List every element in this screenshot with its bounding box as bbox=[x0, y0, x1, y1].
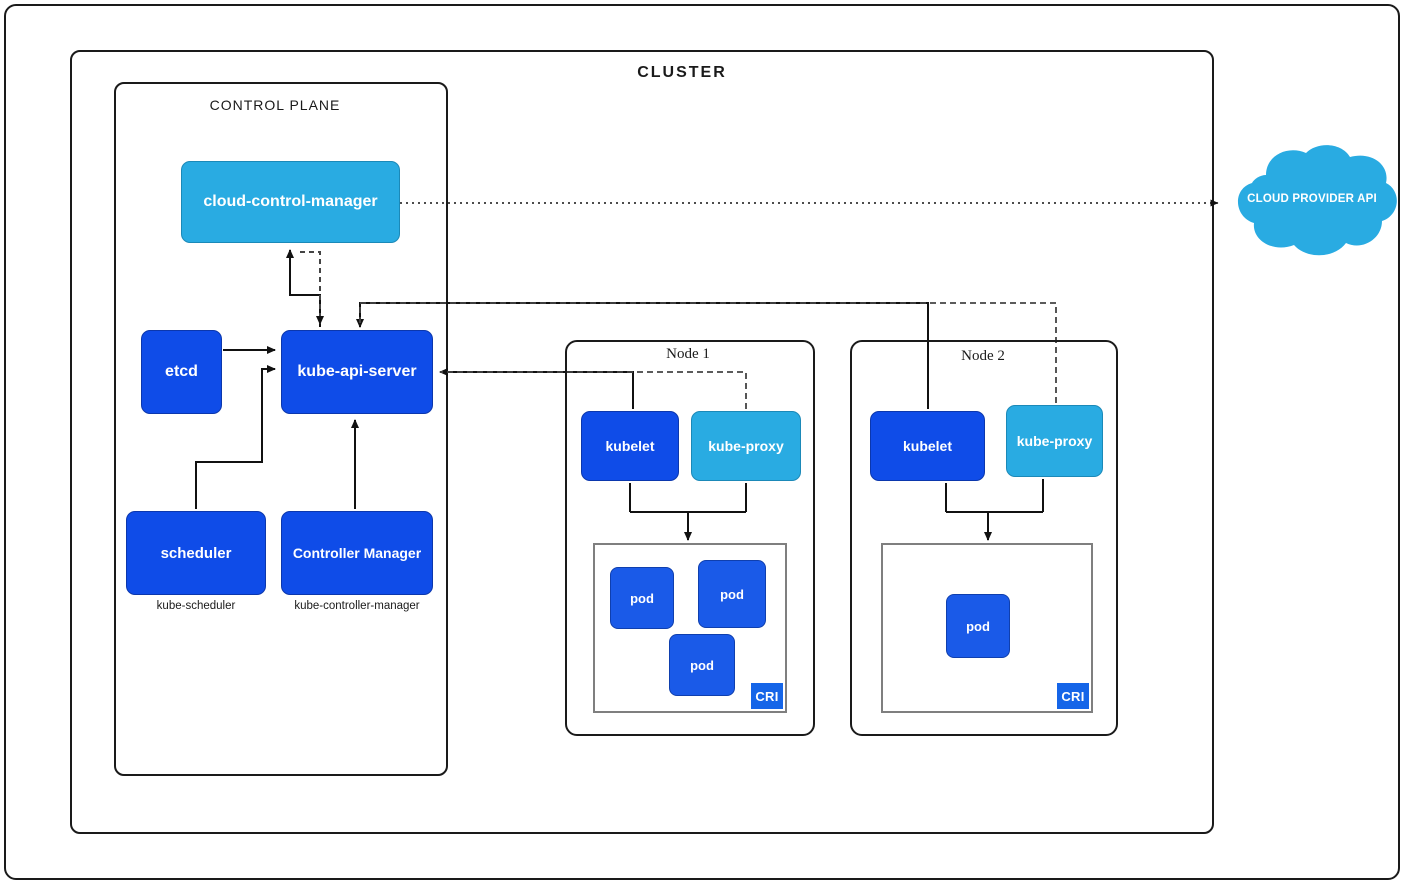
component-etcd[interactable]: etcd bbox=[141, 330, 222, 414]
cloud-provider-shape[interactable] bbox=[1222, 139, 1402, 265]
node-1-kube-proxy[interactable]: kube-proxy bbox=[691, 411, 801, 481]
node-1-pod[interactable]: pod bbox=[669, 634, 735, 696]
control-plane-title: CONTROL PLANE bbox=[209, 97, 341, 113]
node-1-pod[interactable]: pod bbox=[698, 560, 766, 628]
cloud-provider-label: CLOUD PROVIDER API bbox=[1247, 193, 1377, 205]
cluster-title: CLUSTER bbox=[637, 64, 727, 81]
node-2-kubelet[interactable]: kubelet bbox=[870, 411, 985, 481]
page-frame bbox=[4, 4, 1400, 880]
component-kube-api-server[interactable]: kube-api-server bbox=[281, 330, 433, 414]
node-1-title: Node 1 bbox=[666, 346, 710, 362]
node-2-cri-badge: CRI bbox=[1057, 683, 1089, 709]
caption-kube-controller-manager: kube-controller-manager bbox=[294, 600, 420, 612]
node-1-boundary bbox=[565, 340, 815, 736]
node-2-boundary bbox=[850, 340, 1118, 736]
component-cloud-control-manager[interactable]: cloud-control-manager bbox=[181, 161, 400, 243]
control-plane-boundary bbox=[114, 82, 448, 776]
node-1-pod[interactable]: pod bbox=[610, 567, 674, 629]
node-2-pod[interactable]: pod bbox=[946, 594, 1010, 658]
component-controller-manager[interactable]: Controller Manager bbox=[281, 511, 433, 595]
node-1-kubelet[interactable]: kubelet bbox=[581, 411, 679, 481]
component-scheduler[interactable]: scheduler bbox=[126, 511, 266, 595]
cluster-boundary bbox=[70, 50, 1214, 834]
node-2-title: Node 2 bbox=[961, 348, 1005, 364]
caption-kube-scheduler: kube-scheduler bbox=[156, 600, 236, 612]
node-1-cri-badge: CRI bbox=[751, 683, 783, 709]
node-2-kube-proxy[interactable]: kube-proxy bbox=[1006, 405, 1103, 477]
